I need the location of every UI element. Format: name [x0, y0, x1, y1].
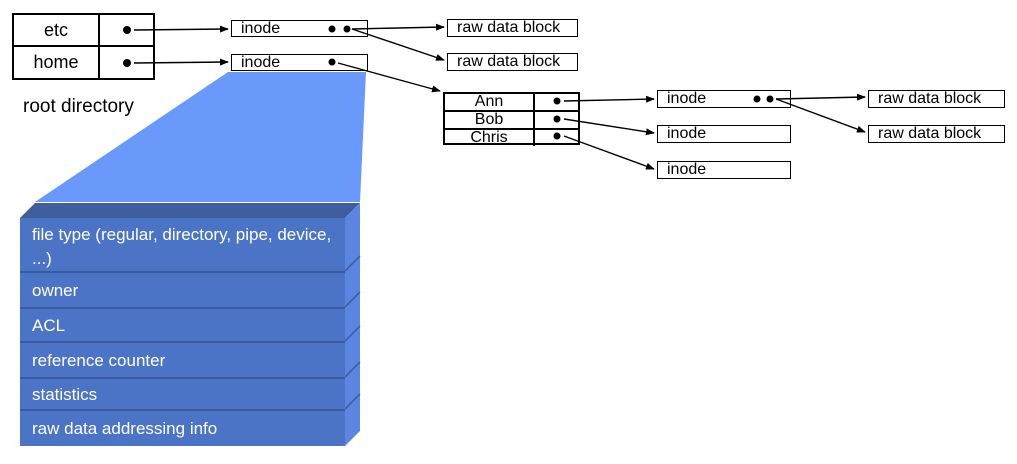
raw-data-block-label: raw data block [878, 90, 982, 107]
root-directory-label: root directory [23, 96, 134, 117]
raw-data-block-label: raw data block [878, 125, 982, 142]
inode-label: inode [667, 125, 707, 142]
raw-data-block-label: raw data block [457, 53, 561, 70]
inode-field-raw-data-addressing: raw data addressing info [20, 409, 345, 446]
inode-field-reference-counter: reference counter [20, 341, 345, 377]
zoom-beam [35, 72, 366, 202]
raw-data-block-label: raw data block [457, 19, 561, 36]
directory-entry-pointer [535, 130, 578, 146]
inode-structure-top-face [20, 203, 360, 218]
directory-entry-name: Ann [445, 94, 535, 112]
directory-entry-pointer [535, 112, 578, 130]
directory-entry-name: Chris [445, 130, 535, 146]
home-directory-table: Ann Bob Chris [443, 92, 580, 146]
etc-inode-box: inode [231, 20, 368, 37]
inode-field-statistics: statistics [20, 377, 345, 409]
directory-entry-pointer [100, 47, 153, 79]
directory-entry-name: home [14, 46, 100, 78]
inode-structure-box: file type (regular, directory, pipe, dev… [20, 218, 345, 446]
directory-entry-pointer [535, 94, 578, 112]
raw-data-block-2: raw data block [447, 53, 578, 71]
inode-field-acl: ACL [20, 307, 345, 341]
directory-entry-name: etc [14, 15, 100, 47]
bob-inode-box: inode [657, 125, 791, 143]
inode-label: inode [241, 19, 281, 37]
inode-label: inode [667, 161, 707, 178]
directory-entry-name: Bob [445, 112, 535, 130]
root-directory-table: etc home [12, 13, 155, 80]
side-face-notch-lines [344, 255, 361, 410]
chris-inode-box: inode [657, 161, 791, 179]
inode-field-file-type: file type (regular, directory, pipe, dev… [32, 225, 332, 268]
inode-field-owner: owner [20, 271, 345, 307]
raw-data-block-4: raw data block [868, 125, 1005, 143]
inode-structure-side-face [345, 203, 360, 446]
raw-data-block-3: raw data block [868, 90, 1005, 108]
directory-entry-pointer [100, 15, 153, 47]
home-inode-box: inode [231, 54, 368, 71]
inode-label: inode [241, 53, 281, 71]
raw-data-block-1: raw data block [447, 19, 578, 37]
inode-label: inode [667, 90, 707, 107]
ann-inode-box: inode [657, 90, 791, 108]
